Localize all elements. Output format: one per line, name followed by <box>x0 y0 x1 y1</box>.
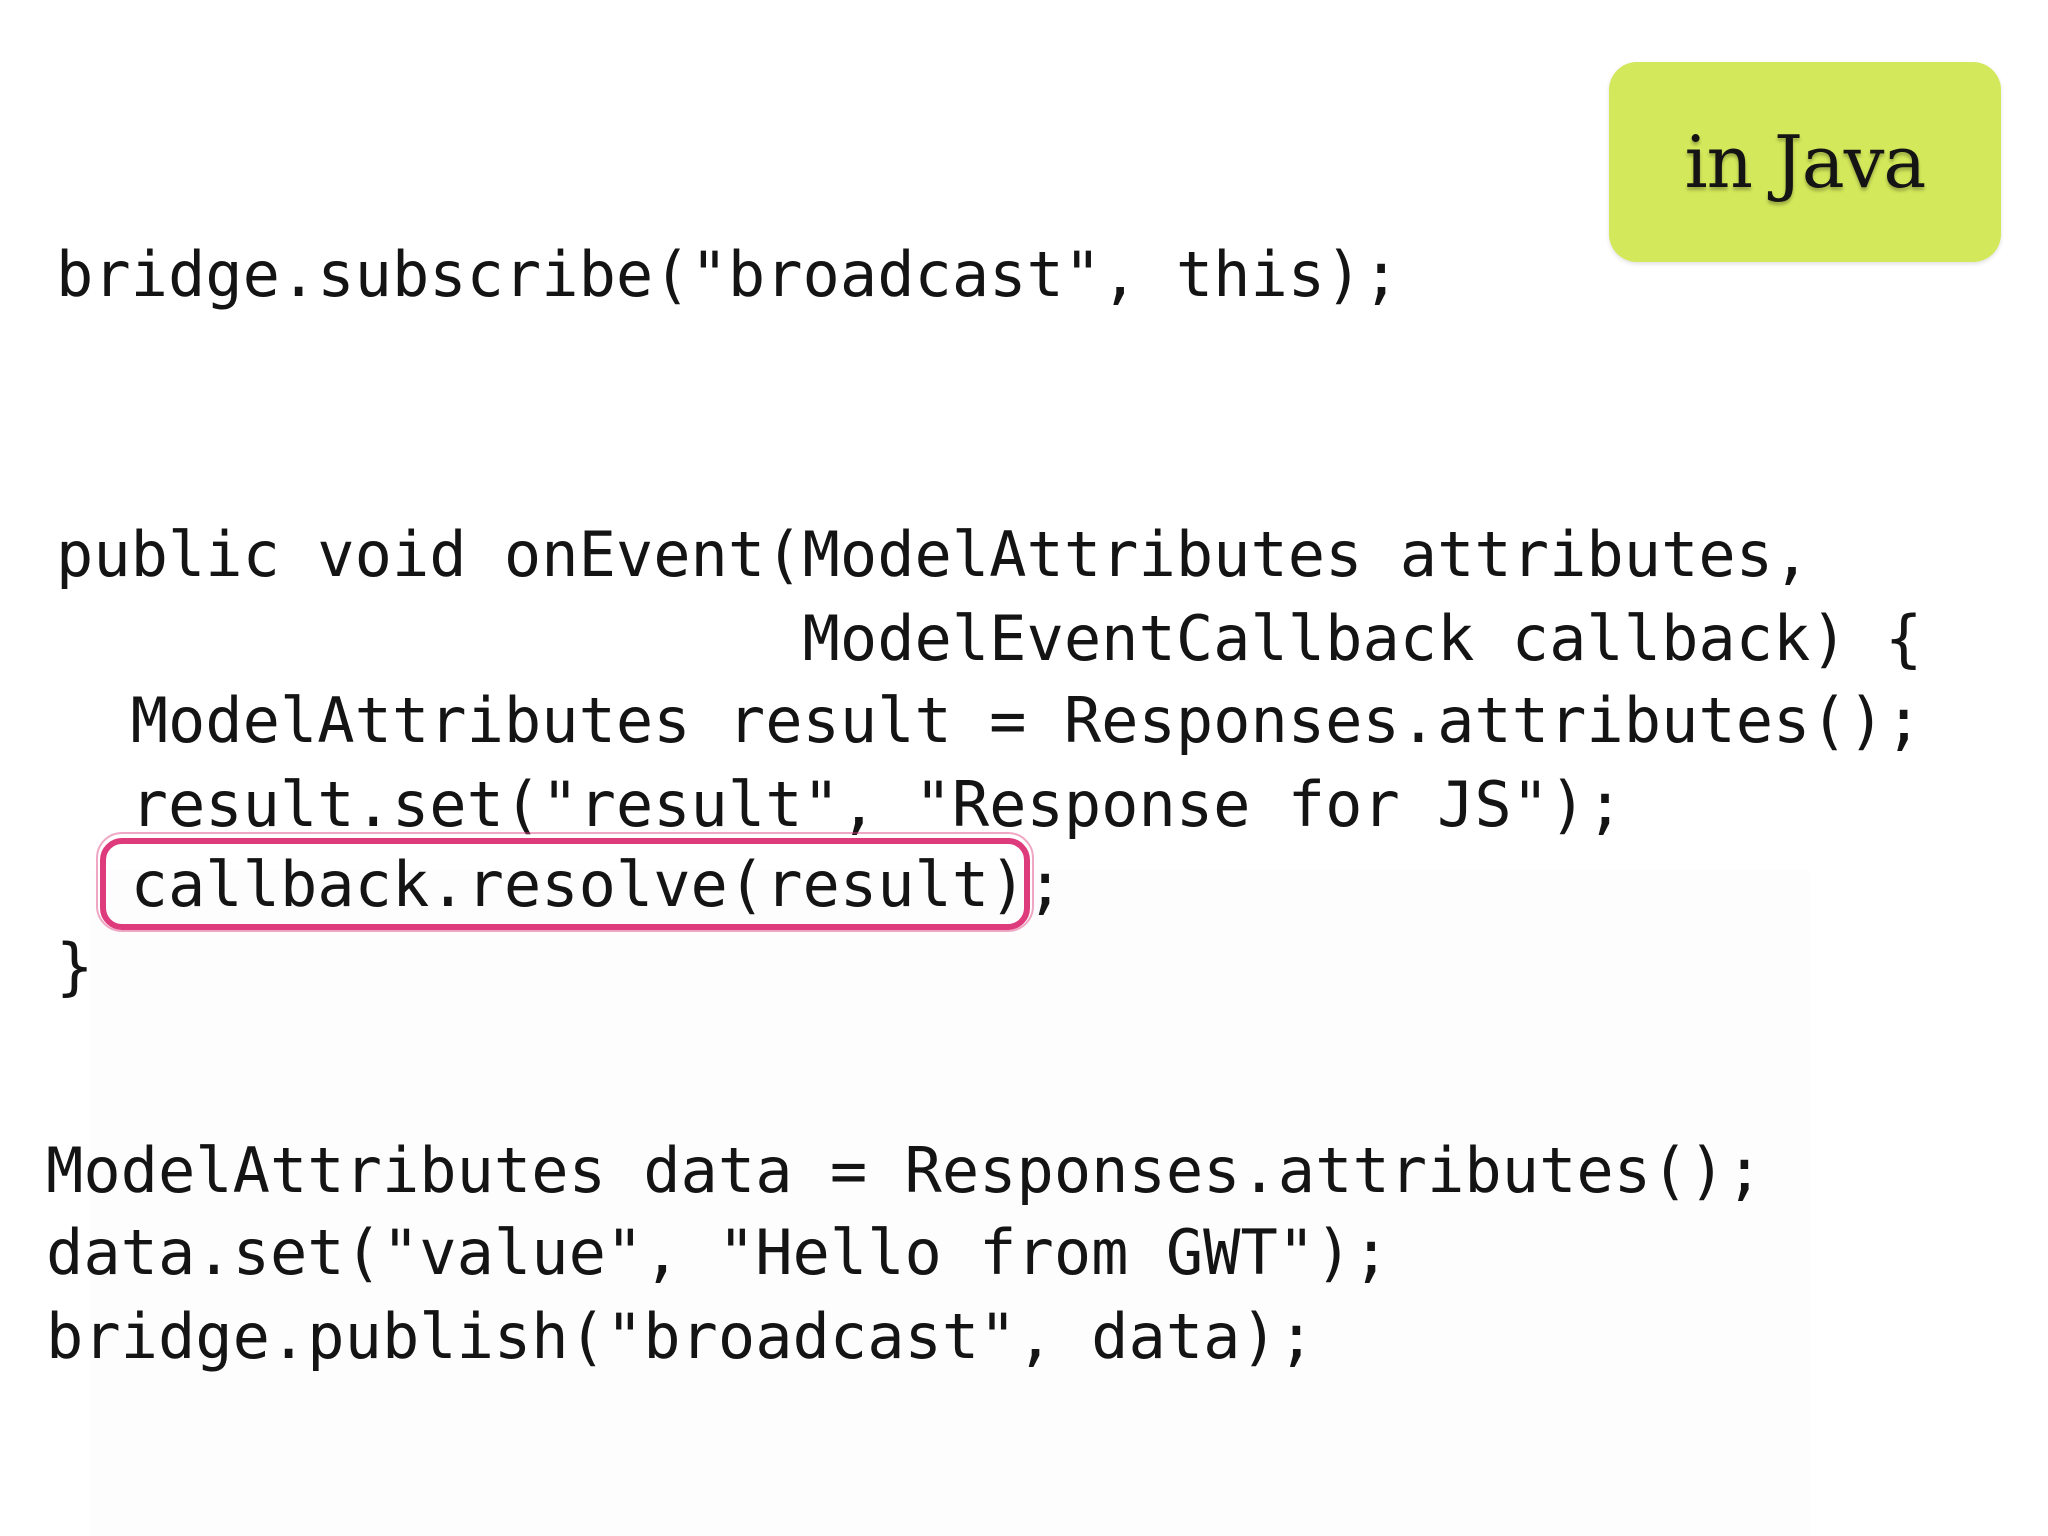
code-line-closing-brace: } <box>56 930 94 1003</box>
code-line-handler-signature-cont: ModelEventCallback callback) { <box>56 602 1923 675</box>
language-badge: in Java <box>1609 62 2001 262</box>
code-line-callback-resolve: callback.resolve(result); <box>56 848 1064 921</box>
code-line-handler-signature: public void onEvent(ModelAttributes attr… <box>56 518 1811 591</box>
highlight-ring-outer <box>96 832 1034 932</box>
code-line-data-set: data.set("value", "Hello from GWT"); <box>46 1216 1390 1289</box>
code-line-subscribe: bridge.subscribe("broadcast", this); <box>56 238 1400 311</box>
code-line-data-declaration: ModelAttributes data = Responses.attribu… <box>46 1134 1764 1207</box>
language-badge-label: in Java <box>1684 120 1927 204</box>
highlight-ring <box>100 838 1030 930</box>
code-line-publish: bridge.publish("broadcast", data); <box>46 1300 1316 1373</box>
code-line-result-set: result.set("result", "Response for JS"); <box>56 768 1624 841</box>
background-panel <box>90 870 1810 1536</box>
code-line-result-declaration: ModelAttributes result = Responses.attri… <box>56 684 1923 757</box>
